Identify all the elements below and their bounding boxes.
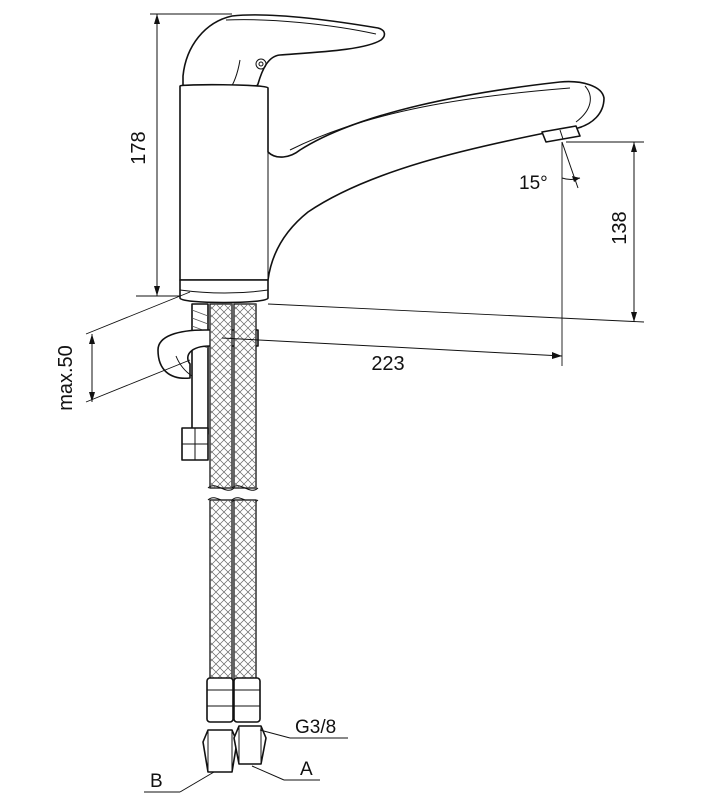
label-hose-b: B (150, 771, 163, 792)
callouts: G3/8 A B (144, 717, 348, 793)
dim-line-spout-reach (221, 337, 563, 357)
dim-spout-reach: 223 (371, 353, 404, 375)
dim-total-height: 178 (128, 131, 150, 164)
label-hose-a: A (300, 759, 313, 780)
base-ring (179, 279, 269, 304)
base-ring-line (179, 289, 269, 294)
horseshoe-clamp (157, 329, 259, 379)
ferrule-a (233, 677, 261, 723)
lever-top-line (225, 19, 377, 35)
dim-spout-height: 138 (609, 211, 631, 244)
dimensions: 178 138 223 15° max.50 (55, 13, 645, 411)
mounting-hardware (157, 303, 259, 461)
flexible-hoses (202, 303, 267, 773)
label-thread: G3/8 (295, 717, 336, 738)
dim-countertop-max: max.50 (55, 345, 77, 411)
ferrule-b (206, 677, 234, 723)
lever-pin-hole (255, 58, 267, 70)
body-and-spout (179, 80, 605, 281)
spout-top-highlight (289, 87, 571, 151)
lever-pin-dot (258, 61, 264, 67)
dim-swivel-angle: 15° (519, 173, 548, 194)
spout-tip-curve (575, 85, 591, 123)
faucet-body (179, 14, 605, 304)
aerator-ring (559, 129, 564, 140)
lever-handle (182, 14, 386, 95)
threaded-stud (191, 303, 209, 435)
